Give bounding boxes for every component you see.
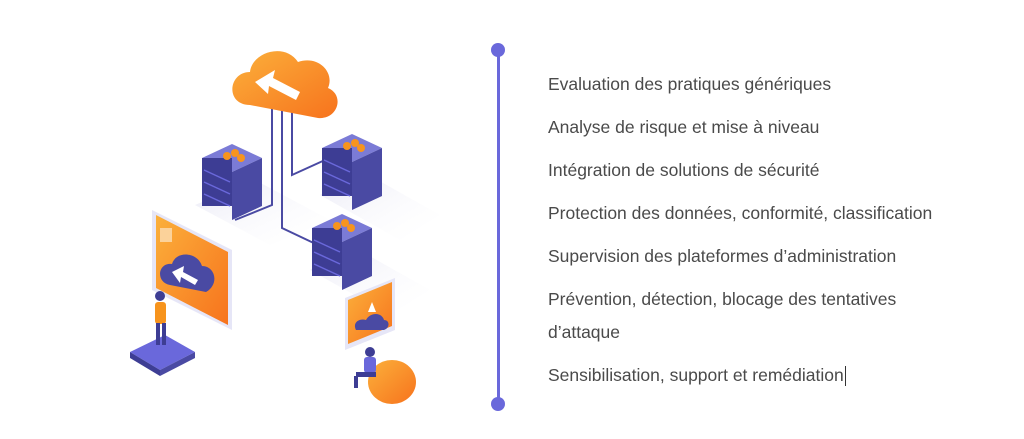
- person-figure-icon: [130, 291, 195, 376]
- list-item: Prévention, détection, blocage des tenta…: [548, 283, 968, 349]
- cloud-infrastructure-illustration: [130, 51, 440, 404]
- list-item-text: Analyse de risque et mise à niveau: [548, 117, 820, 137]
- list-item: Protection des données, conformité, clas…: [548, 197, 1018, 230]
- server-rack-icon: [202, 134, 382, 290]
- list-item-text: Sensibilisation, support et remédiation: [548, 365, 844, 385]
- services-list: Evaluation des pratiques génériques Anal…: [548, 68, 1018, 402]
- list-item-text: Prévention, détection, blocage des tenta…: [548, 289, 897, 342]
- upload-cloud-icon: [345, 278, 395, 350]
- cloud-screen-icon: [152, 210, 232, 330]
- list-item: Intégration de solutions de sécurité: [548, 154, 1018, 187]
- timeline: [488, 40, 508, 415]
- list-item: Sensibilisation, support et remédiation: [548, 359, 1018, 392]
- beanbag-person-icon: [354, 347, 416, 404]
- timeline-line: [497, 50, 500, 403]
- list-item-text: Protection des données, conformité, clas…: [548, 203, 933, 223]
- list-item: Analyse de risque et mise à niveau: [548, 111, 1018, 144]
- list-item-text: Intégration de solutions de sécurité: [548, 160, 820, 180]
- list-item: Supervision des plateformes d’administra…: [548, 240, 1018, 273]
- list-item: Evaluation des pratiques génériques: [548, 68, 1018, 101]
- list-item-text: Evaluation des pratiques génériques: [548, 74, 832, 94]
- timeline-dot-top: [491, 43, 505, 57]
- timeline-dot-bottom: [491, 397, 505, 411]
- cloud-sync-icon: [232, 51, 338, 119]
- list-item-text: Supervision des plateformes d’administra…: [548, 246, 897, 266]
- text-cursor: [844, 366, 847, 387]
